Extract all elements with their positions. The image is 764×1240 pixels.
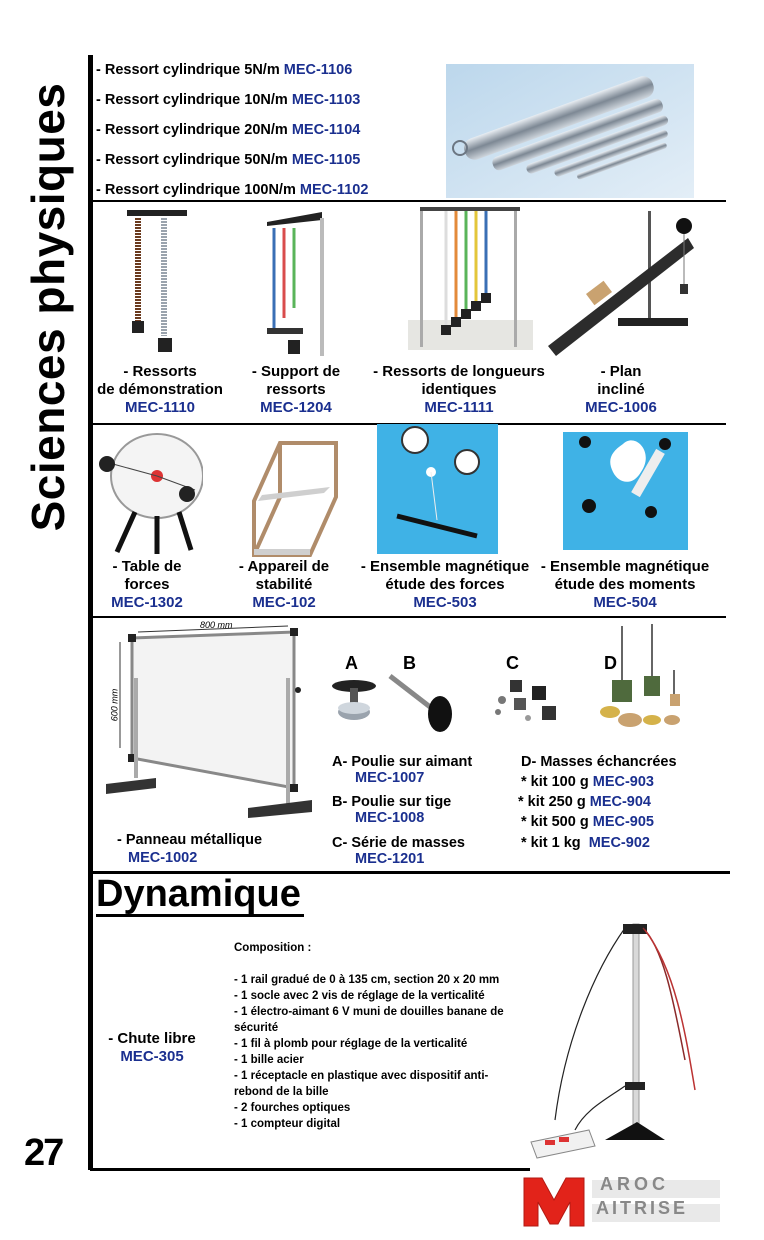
spring-item: - Ressort cylindrique 20N/m MEC-1104: [96, 122, 361, 138]
slotted-masses-photo: [600, 624, 680, 727]
stability-apparatus-photo: [252, 441, 338, 557]
divider-3: [90, 616, 726, 618]
spring-item: - Ressort cylindrique 10N/m MEC-1103: [96, 92, 361, 108]
inclined-plane-photo: [548, 211, 694, 356]
panel-label: - Panneau métallique: [117, 832, 263, 848]
composition-item: - 1 réceptacle en plastique avec disposi…: [234, 1070, 489, 1098]
pulley-rod-photo: [388, 674, 452, 732]
logo-line2: AITRISE: [596, 1198, 689, 1218]
item-c-label: C- Série de masses: [332, 835, 465, 851]
magnetic-forces-photo: [377, 424, 498, 554]
letter-b: B: [403, 653, 416, 673]
identical-springs-photo: [408, 207, 533, 350]
pulley-magnet-photo: [332, 680, 376, 720]
item-a-label: A- Poulie sur aimant: [332, 754, 473, 770]
item-b-code: MEC-1008: [355, 810, 425, 826]
letter-d: D: [604, 653, 617, 673]
dynamique-underline: [96, 914, 304, 917]
composition-item: - 1 électro-aimant 6 V muni de douilles …: [234, 1006, 504, 1034]
mass-series-photo: [495, 680, 556, 721]
metal-panel-photo: [106, 625, 312, 818]
composition-item: - 1 bille acier: [234, 1054, 304, 1066]
springs-photo: [446, 64, 694, 198]
spring-item: - Ressort cylindrique 100N/m MEC-1102: [96, 182, 369, 198]
composition-item: - 1 compteur digital: [234, 1118, 341, 1130]
page-number: 27: [24, 1132, 64, 1174]
item-b-label: B- Poulie sur tige: [332, 794, 452, 810]
composition-item: - 1 fil à plomb pour réglage de la verti…: [234, 1038, 468, 1050]
composition-item: - 1 rail gradué de 0 à 135 cm, section 2…: [234, 974, 500, 986]
demo-springs-photo: [127, 210, 187, 352]
panel-code: MEC-1002: [128, 850, 198, 866]
spring-item: - Ressort cylindrique 50N/m MEC-1105: [96, 152, 361, 168]
composition-item: - 2 fourches optiques: [234, 1102, 351, 1114]
maroc-maitrise-logo: [523, 1177, 720, 1227]
panel-width-label: 800 mm: [200, 620, 233, 630]
composition-title: Composition :: [234, 942, 312, 954]
divider-1: [90, 200, 726, 202]
spring-support-photo: [267, 212, 324, 356]
composition-block: Composition : - 1 rail gradué de 0 à 135…: [234, 940, 524, 1132]
item-c-code: MEC-1201: [355, 851, 425, 867]
section-title-vertical: Sciences physiques: [18, 62, 78, 552]
section-title: Sciences physiques: [22, 82, 74, 532]
item-a-code: MEC-1007: [355, 770, 425, 786]
dynamique-title: Dynamique: [96, 873, 301, 915]
free-fall-photo: [530, 923, 696, 1159]
letter-c: C: [506, 653, 519, 673]
bottom-rule: [90, 1168, 530, 1171]
kit-250: * kit 250 g MEC-904: [518, 794, 651, 810]
masses-title: D- Masses échancrées: [521, 754, 677, 770]
letter-a: A: [345, 653, 358, 673]
spring-item: - Ressort cylindrique 5N/m MEC-1106: [96, 62, 353, 78]
composition-item: - 1 socle avec 2 vis de réglage de la ve…: [234, 990, 485, 1002]
kit-100: * kit 100 g MEC-903: [521, 774, 654, 790]
vertical-rule: [88, 55, 93, 1170]
divider-4: [90, 871, 730, 874]
force-table-photo: [99, 433, 203, 554]
magnetic-moments-photo: [563, 432, 688, 550]
logo-line1: AROC: [600, 1174, 669, 1194]
kit-500: * kit 500 g MEC-905: [521, 814, 654, 830]
kit-1kg: * kit 1 kg MEC-902: [521, 835, 650, 851]
panel-height-label: 600 mm: [109, 688, 120, 722]
